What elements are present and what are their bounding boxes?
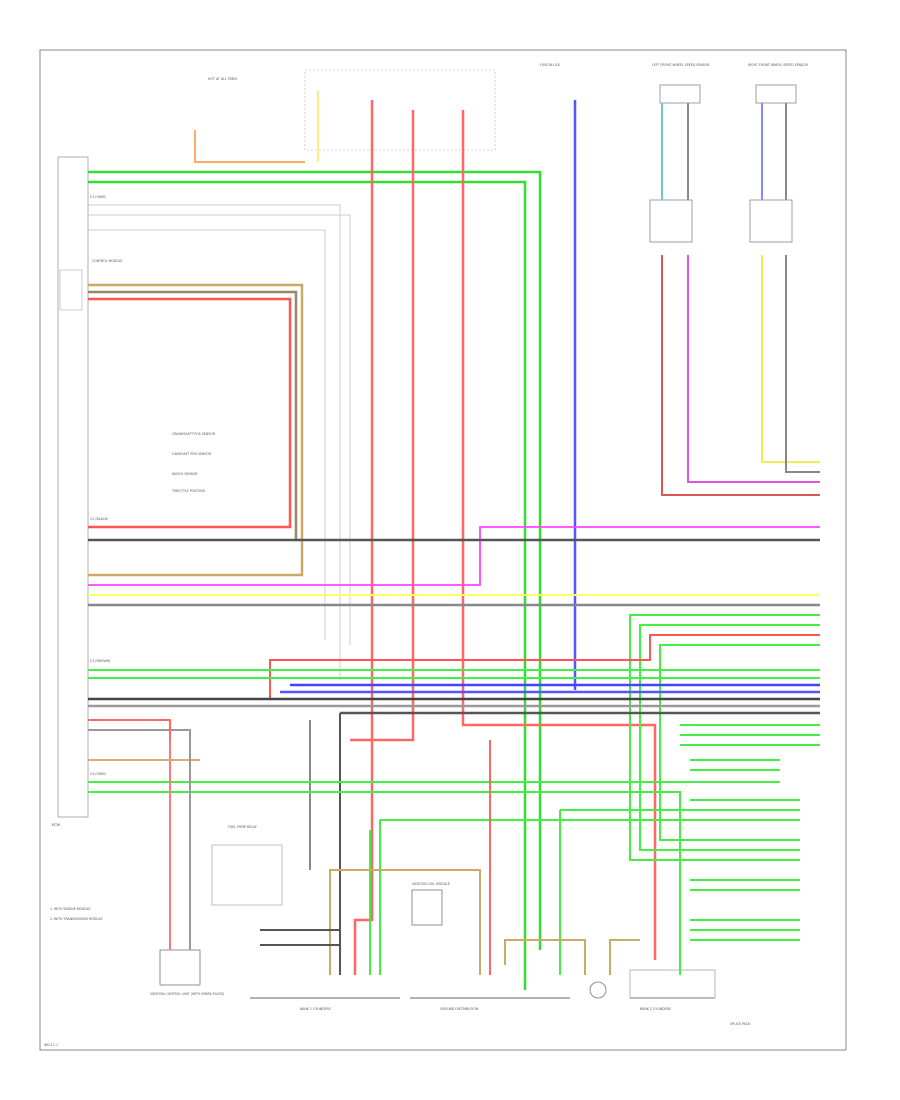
wire-orange-fuse <box>194 130 305 163</box>
coil-module-box <box>411 889 443 926</box>
ign-control-label: IGNITION CONTROL UNIT (WITH SPARK PLUGS) <box>150 992 224 996</box>
right-front-sensor-box <box>755 84 797 104</box>
wire-tan-1 <box>88 283 304 577</box>
wire-gray-b <box>88 214 351 645</box>
connector-c1-label: C1 (GRAY) <box>90 195 106 199</box>
ecm-connector-strip <box>57 156 89 818</box>
wire-green-top-2 <box>88 180 527 990</box>
coil-module-label: IGNITION COIL MODULE <box>412 882 450 886</box>
note-2: 2. WITH TRANSMISSION MODULE <box>50 917 103 921</box>
wire-gray-c <box>88 229 326 640</box>
ground-dist-label: GROUND DISTRIBUTION <box>440 1007 479 1011</box>
left-front-sensor-box <box>659 84 701 104</box>
wire-red-h-low <box>88 719 171 740</box>
right-relay-box <box>749 199 793 243</box>
wire-green-f4 <box>88 791 681 975</box>
connector-c4-label: C4 (GRAY) <box>90 772 106 776</box>
wire-rf-gray <box>785 255 820 473</box>
connector-c3-label: C3 (BROWN) <box>90 659 110 663</box>
ecm-connector-label: CONTROL MODULE <box>92 259 122 263</box>
wire-tan-plug <box>504 939 586 975</box>
wire-green-r2 <box>639 624 820 851</box>
wire-lf-magenta <box>687 255 820 483</box>
wire-gray-lower-l <box>88 729 191 950</box>
signal-label-3: KNOCK SENSOR <box>172 472 198 476</box>
signal-label-1: CRANKSHAFT POS SENSOR <box>172 432 216 436</box>
left-relay-box <box>649 199 693 243</box>
wire-green-r3 <box>659 644 820 841</box>
wire-lf-red <box>661 255 820 496</box>
signal-label-4: THROTTLE POSITION <box>171 489 205 493</box>
wire-red-loop <box>88 297 292 529</box>
wire-green-top <box>88 170 542 950</box>
page-code: WD-17-1 <box>44 1043 58 1047</box>
wire-red-fuse-2 <box>350 110 415 742</box>
rf-sensor-label: RIGHT FRONT WHEEL SPEED SENSOR <box>748 63 809 67</box>
bank1-label: BANK 1 CYLINDERS <box>300 1007 331 1011</box>
wire-red-fuse-1 <box>353 100 374 975</box>
fuel-relay-label: FUEL PUMP RELAY <box>228 825 257 829</box>
bank2-box <box>629 969 716 999</box>
wire-magenta-h <box>88 526 820 586</box>
note-1: 1. WITH ENGINE MODULE <box>50 907 91 911</box>
hot-fuse-label: HOT AT ALL TIMES <box>208 77 237 81</box>
wire-red-fuse-3 <box>461 110 657 960</box>
signal-label-2: CAMSHAFT POS SENSOR <box>172 452 212 456</box>
splice-pack-label: SPLICE PACK <box>730 1022 751 1026</box>
wire-brown-2 <box>88 290 298 540</box>
bank2-label: BANK 2 CYLINDERS <box>640 1007 671 1011</box>
ecm-main-label: ECM <box>52 823 60 827</box>
fuse-block-outline <box>304 69 496 151</box>
wire-green-r1 <box>629 614 820 861</box>
wire-tan-lower <box>329 869 481 975</box>
relay-module-box <box>211 844 283 906</box>
ign-control-unit-box <box>159 949 201 986</box>
wire-red-r <box>269 634 820 700</box>
fuse-block-label: FUSE BLOCK <box>540 63 561 67</box>
plug-connector-icon <box>589 981 607 999</box>
connector-c2-label: C2 (BLACK) <box>90 517 108 521</box>
ecm-connector-inner <box>59 269 83 311</box>
wire-rf-yellow <box>761 255 820 463</box>
wire-gray-a <box>88 204 341 680</box>
wire-tan-plug2 <box>609 939 640 975</box>
diagram-frame <box>39 49 847 1051</box>
lf-sensor-label: LEFT FRONT WHEEL SPEED SENSOR <box>652 63 710 67</box>
